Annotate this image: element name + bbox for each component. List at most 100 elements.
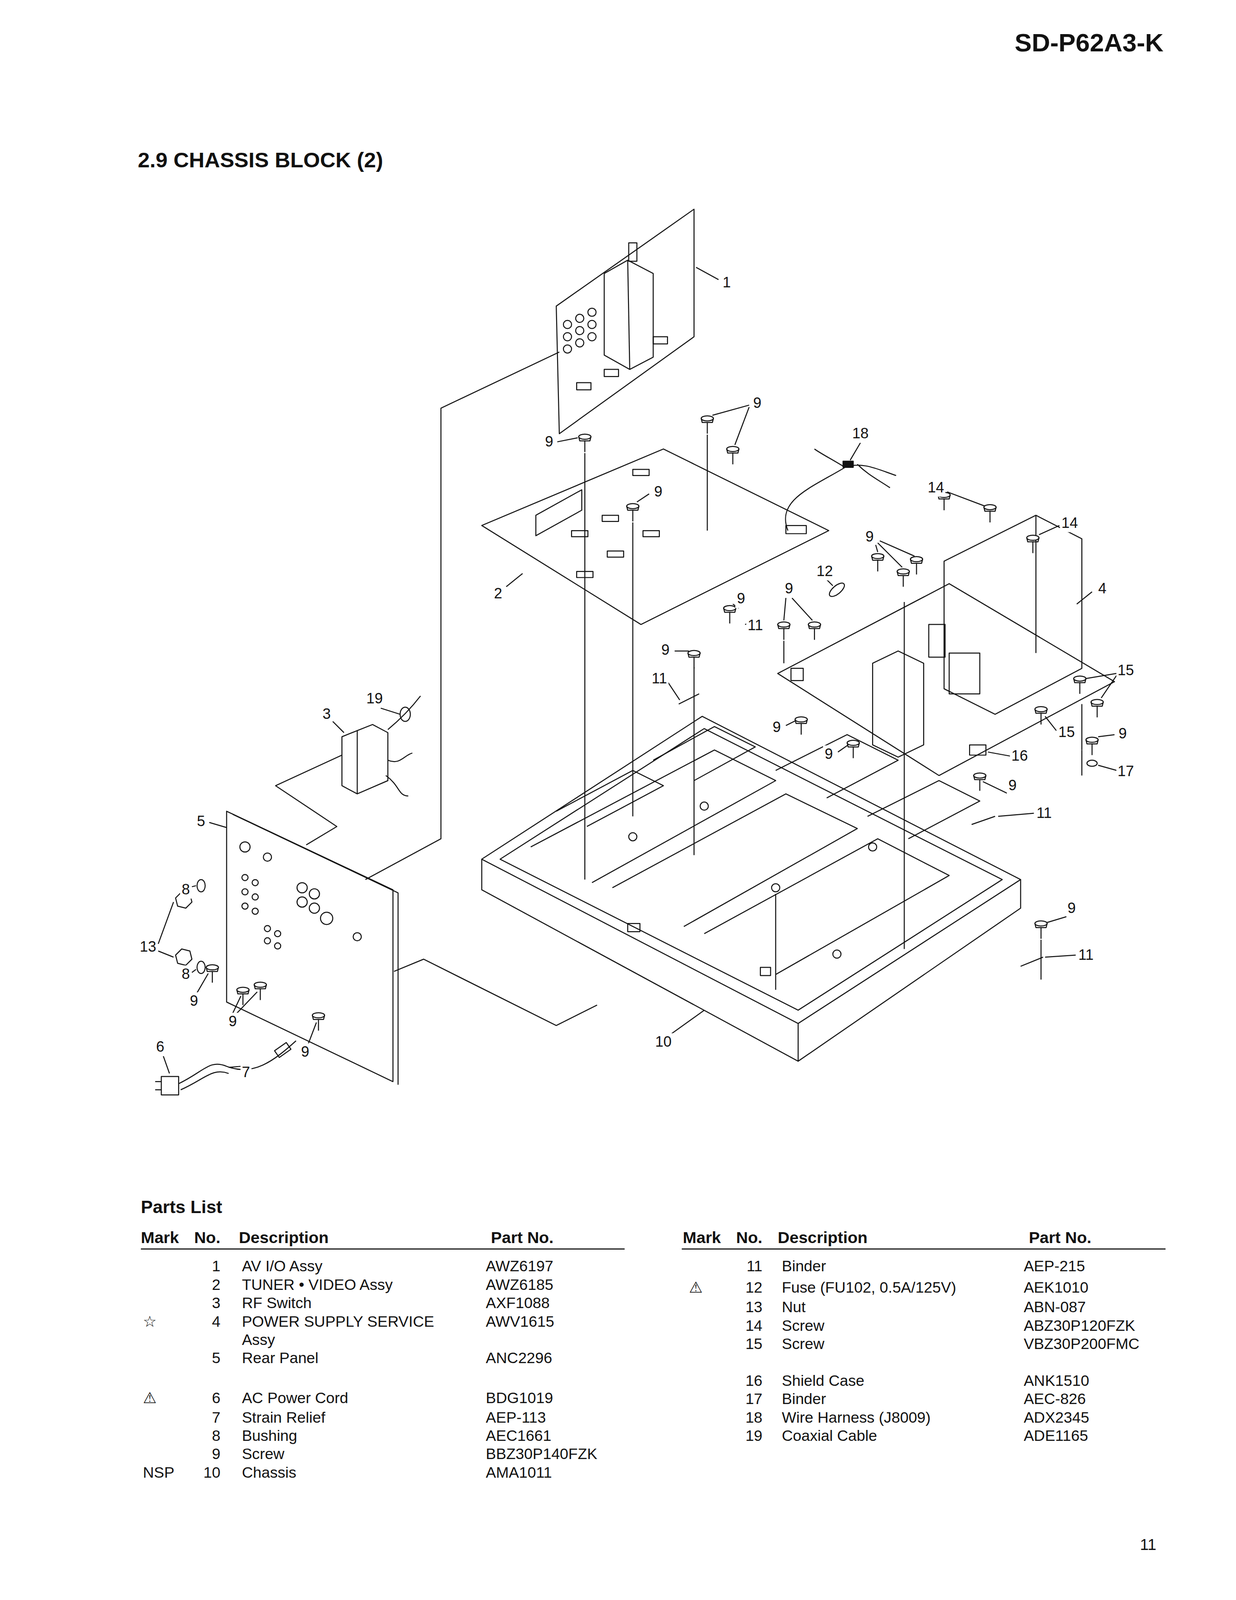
callout-number: 2 (492, 585, 504, 603)
callout-number: 14 (926, 478, 946, 497)
callout-number: 4 (1096, 580, 1108, 598)
table-cell: Shield Case (781, 1371, 865, 1391)
callout-number: 12 (814, 562, 835, 581)
callout-number: 9 (188, 992, 200, 1010)
tuner-video-board (481, 448, 896, 625)
callout-number: 11 (1035, 804, 1054, 823)
callout-number: 15 (1056, 723, 1076, 742)
table-cell: Bushing (241, 1426, 298, 1446)
table-cell: 2 (211, 1276, 221, 1295)
table-cell: Screw (781, 1335, 825, 1354)
callout-number: 9 (659, 641, 671, 659)
table-cell: 7 (211, 1408, 221, 1427)
table-header: Mark (140, 1228, 180, 1248)
table-cell: 19 (745, 1426, 763, 1446)
power-cord (155, 1040, 297, 1096)
table-header: No. (736, 1228, 763, 1248)
callout-number: 15 (1116, 661, 1136, 680)
table-cell: Nut (781, 1298, 806, 1317)
callout-number: 9 (783, 580, 795, 598)
page-number: 11 (1140, 1535, 1157, 1555)
table-mark: ⚠ (142, 1389, 157, 1408)
table-header: Description (777, 1228, 868, 1248)
chassis-tray (481, 716, 1021, 1062)
callout-number: 13 (138, 938, 158, 956)
table-cell: ABN-087 (1023, 1298, 1086, 1317)
callout-number: 10 (653, 1033, 674, 1051)
callout-number: 9 (653, 482, 664, 501)
callout-number: 9 (735, 590, 747, 608)
table-cell: AWV1615 (485, 1312, 554, 1331)
table-cell: Strain Relief (241, 1408, 326, 1427)
table-cell: AEP-215 (1023, 1257, 1086, 1276)
table-cell: 15 (745, 1335, 763, 1354)
power-supply-board (678, 515, 1115, 967)
table-cell: 6 (211, 1389, 221, 1408)
table-cell: AEC-826 (1023, 1390, 1086, 1409)
table-cell: 10 (203, 1463, 221, 1483)
table-cell: Screw (781, 1316, 825, 1335)
av-io-board (556, 209, 694, 434)
callout-number: 8 (180, 881, 191, 900)
callout-number: 6 (154, 1038, 166, 1056)
callout-number: 17 (1116, 762, 1136, 781)
table-cell: Coaxial Cable (781, 1426, 878, 1446)
callout-number: 3 (321, 705, 332, 724)
table-mark: NSP (142, 1463, 175, 1483)
callout-number: 18 (850, 424, 870, 443)
table-mark: ☆ (142, 1312, 157, 1331)
table-cell: AMA1011 (485, 1463, 552, 1483)
table-cell: BDG1019 (485, 1389, 553, 1408)
table-cell: ABZ30P120FZK (1023, 1316, 1136, 1335)
table-cell: ANK1510 (1023, 1371, 1090, 1391)
callout-number: 5 (195, 812, 207, 831)
table-cell: 9 (211, 1445, 221, 1464)
callout-number: 9 (227, 1012, 239, 1031)
table-cell: BBZ30P140FZK (485, 1445, 598, 1464)
table-cell: AC Power Cord (241, 1389, 349, 1408)
table-cell: AV I/O Assy (241, 1257, 323, 1276)
callout-number: 1 (721, 273, 733, 292)
table-cell: ADX2345 (1023, 1408, 1090, 1427)
leader-line (158, 267, 1117, 1074)
table-cell: AWZ6185 (485, 1276, 553, 1295)
callout-number: 11 (1076, 946, 1096, 965)
table-cell: Wire Harness (J8009) (781, 1408, 931, 1427)
table-cell: ADE1165 (1023, 1426, 1089, 1446)
table-cell: AXF1088 (485, 1294, 550, 1313)
section-heading: Parts List (140, 1196, 223, 1219)
rf-switch (341, 696, 421, 797)
table-header: Part No. (1028, 1228, 1092, 1248)
table-cell: TUNER • VIDEO Assy (241, 1276, 393, 1295)
table-cell: 3 (211, 1294, 221, 1313)
table-rule (140, 1248, 1166, 1251)
callout-number: 14 (1060, 514, 1080, 533)
diagram-title: 2.9 CHASSIS BLOCK (2) (137, 147, 383, 174)
callout-number: 9 (771, 718, 783, 737)
table-cell: Fuse (FU102, 0.5A/125V) (781, 1278, 957, 1297)
table-cell: VBZ30P200FMC (1023, 1335, 1140, 1354)
table-cell: Binder (781, 1390, 826, 1409)
callout-number: 8 (180, 965, 191, 984)
table-mark: ⚠ (688, 1278, 703, 1297)
model-number: SD-P62A3-K (1014, 27, 1164, 59)
callout-number: 9 (864, 527, 875, 546)
table-cell: ANC2296 (485, 1349, 553, 1368)
callout-number: 9 (1117, 724, 1129, 743)
table-header: Description (238, 1228, 329, 1248)
table-cell: 11 (746, 1257, 763, 1276)
table-cell: AEP-113 (485, 1408, 546, 1427)
table-cell: 13 (745, 1298, 763, 1317)
callout-number: 19 (365, 690, 385, 709)
screw (206, 416, 1104, 1031)
table-cell: 1 (211, 1257, 221, 1276)
table-cell: AWZ6197 (485, 1257, 553, 1276)
table-cell: 12 (745, 1278, 763, 1297)
callout-number: 9 (1066, 899, 1078, 918)
table-cell: AEC1661 (485, 1426, 552, 1446)
table-cell: Chassis (241, 1463, 297, 1483)
table-cell: Binder (781, 1257, 826, 1276)
table-cell: 14 (745, 1316, 763, 1335)
